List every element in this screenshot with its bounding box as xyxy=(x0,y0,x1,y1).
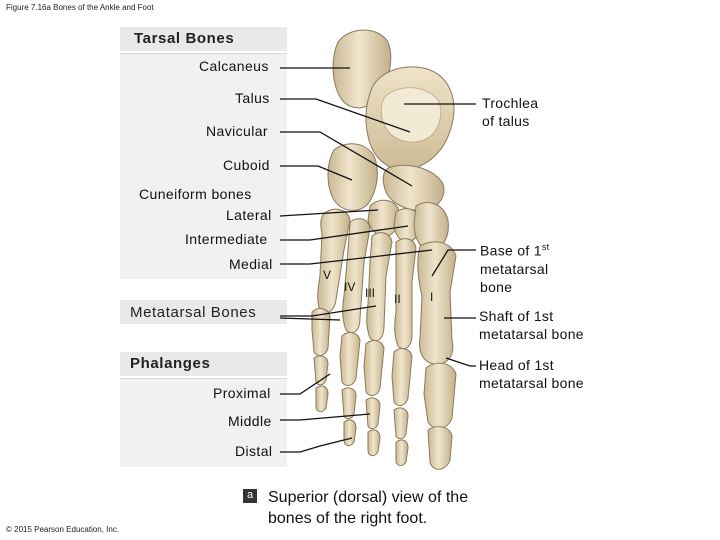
toe-v-distal xyxy=(315,385,329,413)
panel-letter-badge: a xyxy=(243,489,257,503)
leader-cuboid xyxy=(280,165,353,181)
toe-iv-distal xyxy=(343,419,357,447)
label-intermediate: Intermediate xyxy=(185,231,268,247)
leader-intermediate-cuneiform xyxy=(280,225,409,241)
leader-talus xyxy=(280,98,411,133)
trochlea-line-1: Trochlea xyxy=(482,95,539,111)
metatarsal-iii-bone xyxy=(366,232,393,342)
label-cuneiform-bones: Cuneiform bones xyxy=(139,186,252,202)
base-line-3: bone xyxy=(480,278,513,295)
numeral-i: I xyxy=(430,290,434,304)
tarsal-header-panel xyxy=(120,27,287,51)
numeral-iv: IV xyxy=(344,280,356,294)
shaft-line-1: Shaft of 1st xyxy=(479,308,554,324)
label-head-of-first-metatarsal: Head of 1st metatarsal bone xyxy=(479,356,584,392)
leader-lateral-cuneiform xyxy=(279,209,379,217)
trochlea-line-2: of talus xyxy=(482,113,530,129)
leader-distal-2 xyxy=(319,437,353,447)
label-distal: Distal xyxy=(235,443,273,459)
medial-cuneiform-bone xyxy=(413,202,449,251)
toe-i-proximal xyxy=(423,362,457,429)
leader-navicular xyxy=(280,131,413,187)
metatarsal-i-bone xyxy=(417,241,457,365)
toe-iii-middle xyxy=(365,397,381,430)
head-line-2: metatarsal bone xyxy=(479,375,584,391)
toe-ii-distal xyxy=(395,439,409,467)
label-trochlea-of-talus: Trochlea of talus xyxy=(482,94,538,130)
leader-phalanges-line-1 xyxy=(279,317,341,321)
toe-iv-proximal xyxy=(339,332,361,386)
label-lateral: Lateral xyxy=(226,207,272,223)
leader-base-metatarsal xyxy=(431,249,476,277)
caption-line-1: Superior (dorsal) view of the xyxy=(268,489,469,506)
phalanges-header-panel xyxy=(120,352,287,376)
toe-iv-middle xyxy=(341,387,357,420)
toe-iii-distal xyxy=(367,429,381,457)
label-proximal: Proximal xyxy=(213,385,271,401)
head-line-1: Head of 1st xyxy=(479,357,554,373)
metatarsal-iv-bone xyxy=(342,218,371,334)
base-line-2: metatarsal xyxy=(480,260,549,277)
leader-middle xyxy=(280,413,371,421)
leader-head-metatarsal xyxy=(445,357,476,367)
phalanges-header: Phalanges xyxy=(130,355,211,372)
base-line-1-text: Base of 1 xyxy=(480,242,542,259)
toe-ii-middle xyxy=(393,407,409,440)
numeral-v: V xyxy=(323,268,332,282)
copyright-notice: © 2015 Pearson Education, Inc. xyxy=(6,525,120,534)
base-superscript: st xyxy=(541,242,550,252)
caption-line-2: bones of the right foot. xyxy=(268,510,428,527)
tarsal-labels-panel xyxy=(120,53,287,279)
cuboid-bone xyxy=(327,143,378,211)
metatarsal-ii-bone xyxy=(394,238,417,350)
toe-i-distal xyxy=(427,426,453,470)
leader-proximal xyxy=(280,373,331,395)
figure-title: Figure 7.16a Bones of the Ankle and Foot xyxy=(6,3,154,12)
figure-caption: Superior (dorsal) view of the bones of t… xyxy=(268,487,508,529)
tarsal-bones-header: Tarsal Bones xyxy=(134,30,235,47)
label-shaft-of-first-metatarsal: Shaft of 1st metatarsal bone xyxy=(479,307,584,343)
toe-ii-proximal xyxy=(391,348,413,406)
toe-iii-proximal xyxy=(363,340,385,396)
label-base-of-first-metatarsal: Base of 1st metatarsal bone xyxy=(480,238,549,296)
leader-medial-cuneiform xyxy=(280,249,433,265)
metatarsal-header-panel xyxy=(120,300,287,324)
leader-distal xyxy=(280,445,321,453)
label-middle: Middle xyxy=(228,413,272,429)
phalanges-labels-panel xyxy=(120,378,287,467)
label-medial: Medial xyxy=(229,256,273,272)
label-calcaneus: Calcaneus xyxy=(199,58,269,74)
metatarsal-bones-header: Metatarsal Bones xyxy=(130,304,257,321)
numeral-iii: III xyxy=(365,286,376,300)
trochlea-surface xyxy=(380,87,442,143)
numeral-ii: II xyxy=(394,292,401,306)
base-line-1: Base of 1st xyxy=(480,238,549,260)
leader-metatarsal-bones xyxy=(280,305,377,317)
toe-v-proximal xyxy=(311,308,331,356)
label-cuboid: Cuboid xyxy=(223,157,270,173)
label-navicular: Navicular xyxy=(206,123,268,139)
label-talus: Talus xyxy=(235,90,270,106)
shaft-line-2: metatarsal bone xyxy=(479,326,584,342)
